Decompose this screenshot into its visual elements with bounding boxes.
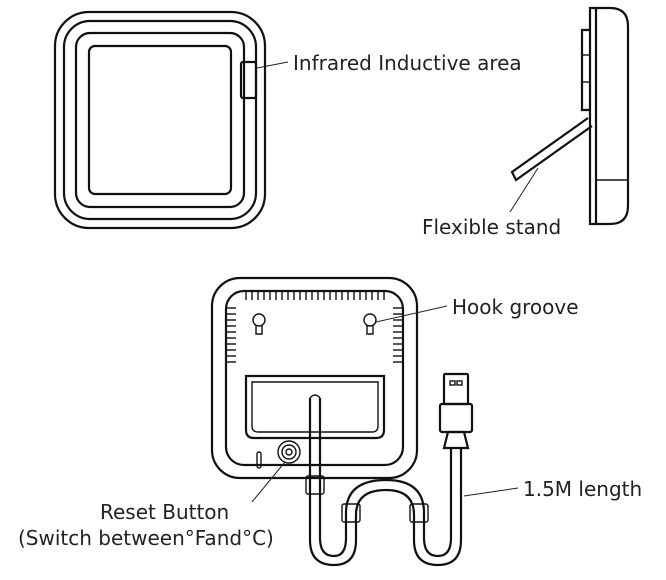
length-leader-line bbox=[463, 487, 519, 497]
usb-plug-body bbox=[438, 402, 474, 434]
cable-sleeve-mid-right bbox=[409, 503, 429, 523]
device-back-view bbox=[210, 276, 419, 480]
reset-label-line1: Reset Button bbox=[100, 500, 229, 524]
side-body bbox=[588, 6, 630, 226]
right-vent bbox=[393, 307, 403, 363]
hook-leader-line bbox=[375, 305, 448, 323]
device-side-view bbox=[510, 6, 630, 226]
front-bezel bbox=[62, 19, 258, 221]
cable-line-outer bbox=[308, 398, 463, 567]
hook-groove-left bbox=[252, 313, 266, 335]
cable-sleeve-left bbox=[305, 475, 325, 495]
stand-plate bbox=[244, 374, 386, 440]
infrared-leader-line bbox=[256, 61, 289, 69]
hook-groove-right bbox=[363, 313, 377, 335]
infrared-label: Infrared Inductive area bbox=[293, 51, 522, 75]
stand-label: Flexible stand bbox=[422, 215, 561, 239]
length-label: 1.5M length bbox=[523, 477, 642, 501]
device-front-view bbox=[53, 10, 267, 230]
indicator-slot bbox=[256, 451, 262, 469]
usb-connector bbox=[442, 372, 470, 406]
stand-leader-line bbox=[509, 167, 539, 213]
usb-cable bbox=[305, 372, 474, 567]
back-outer-frame bbox=[210, 276, 419, 480]
front-outer-frame bbox=[53, 10, 267, 230]
front-screen bbox=[87, 44, 233, 196]
reset-leader-line bbox=[251, 461, 286, 503]
cable-sleeve-mid-left bbox=[341, 503, 361, 523]
side-button bbox=[580, 28, 590, 112]
flexible-stand bbox=[510, 117, 593, 182]
left-vent bbox=[226, 307, 236, 363]
back-inner-frame bbox=[224, 289, 405, 467]
top-vent bbox=[245, 290, 385, 300]
infrared-sensor bbox=[239, 60, 258, 100]
hook-label: Hook groove bbox=[452, 295, 579, 319]
reset-label-line2: (Switch between°Fand°C) bbox=[18, 526, 274, 550]
front-inner-frame bbox=[74, 31, 246, 209]
usb-strain-relief bbox=[442, 430, 470, 450]
cable-line-inner bbox=[318, 398, 453, 558]
reset-button bbox=[277, 440, 301, 464]
